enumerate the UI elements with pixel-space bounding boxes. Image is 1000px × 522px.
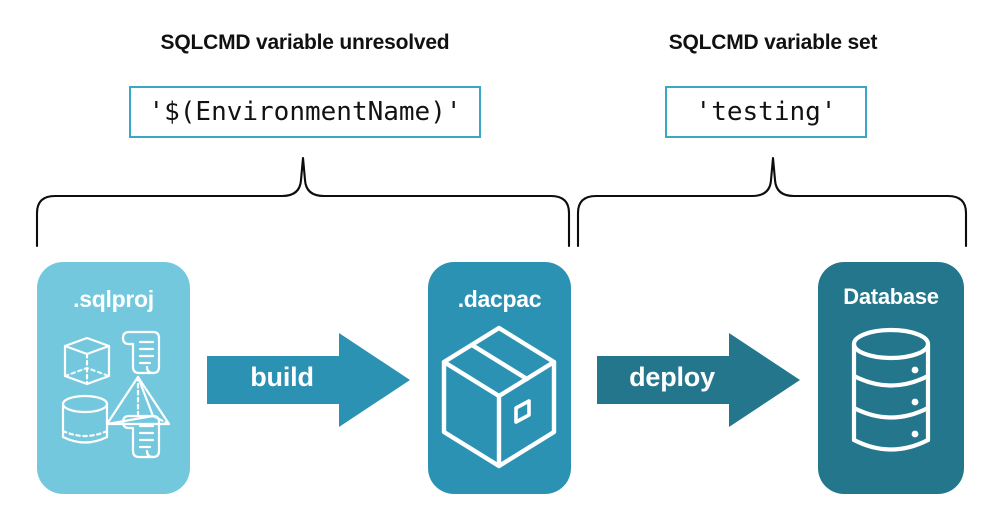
heading-sqlcmd-unresolved: SQLCMD variable unresolved xyxy=(160,31,450,54)
arrow-build-shape xyxy=(207,333,410,427)
card-database-label: Database xyxy=(843,284,939,309)
arrow-build: build xyxy=(207,333,410,427)
code-box-testing: 'testing' xyxy=(665,86,867,138)
curly-brace-left xyxy=(35,156,571,248)
scroll-icon xyxy=(121,330,161,375)
card-dacpac: .dacpac xyxy=(428,262,571,494)
card-sqlproj: .sqlproj xyxy=(37,262,190,494)
code-box-environment-name: '$(EnvironmentName)' xyxy=(129,86,481,138)
card-dacpac-label: .dacpac xyxy=(457,286,542,312)
arrow-deploy-shape xyxy=(597,333,800,427)
card-database-artwork xyxy=(818,320,964,475)
package-box-icon xyxy=(441,325,557,469)
scroll-icon xyxy=(121,414,161,459)
card-dacpac-artwork xyxy=(428,312,571,482)
arrow-deploy: deploy xyxy=(597,333,800,427)
cylinder-icon xyxy=(61,394,109,444)
heading-sqlcmd-set: SQLCMD variable set xyxy=(668,31,878,54)
card-sqlproj-artwork xyxy=(37,320,190,470)
card-database: Database xyxy=(818,262,964,494)
cube-icon xyxy=(63,336,111,386)
curly-brace-right xyxy=(576,156,968,248)
database-cylinder-icon xyxy=(851,327,931,452)
card-sqlproj-label: .sqlproj xyxy=(73,286,154,312)
